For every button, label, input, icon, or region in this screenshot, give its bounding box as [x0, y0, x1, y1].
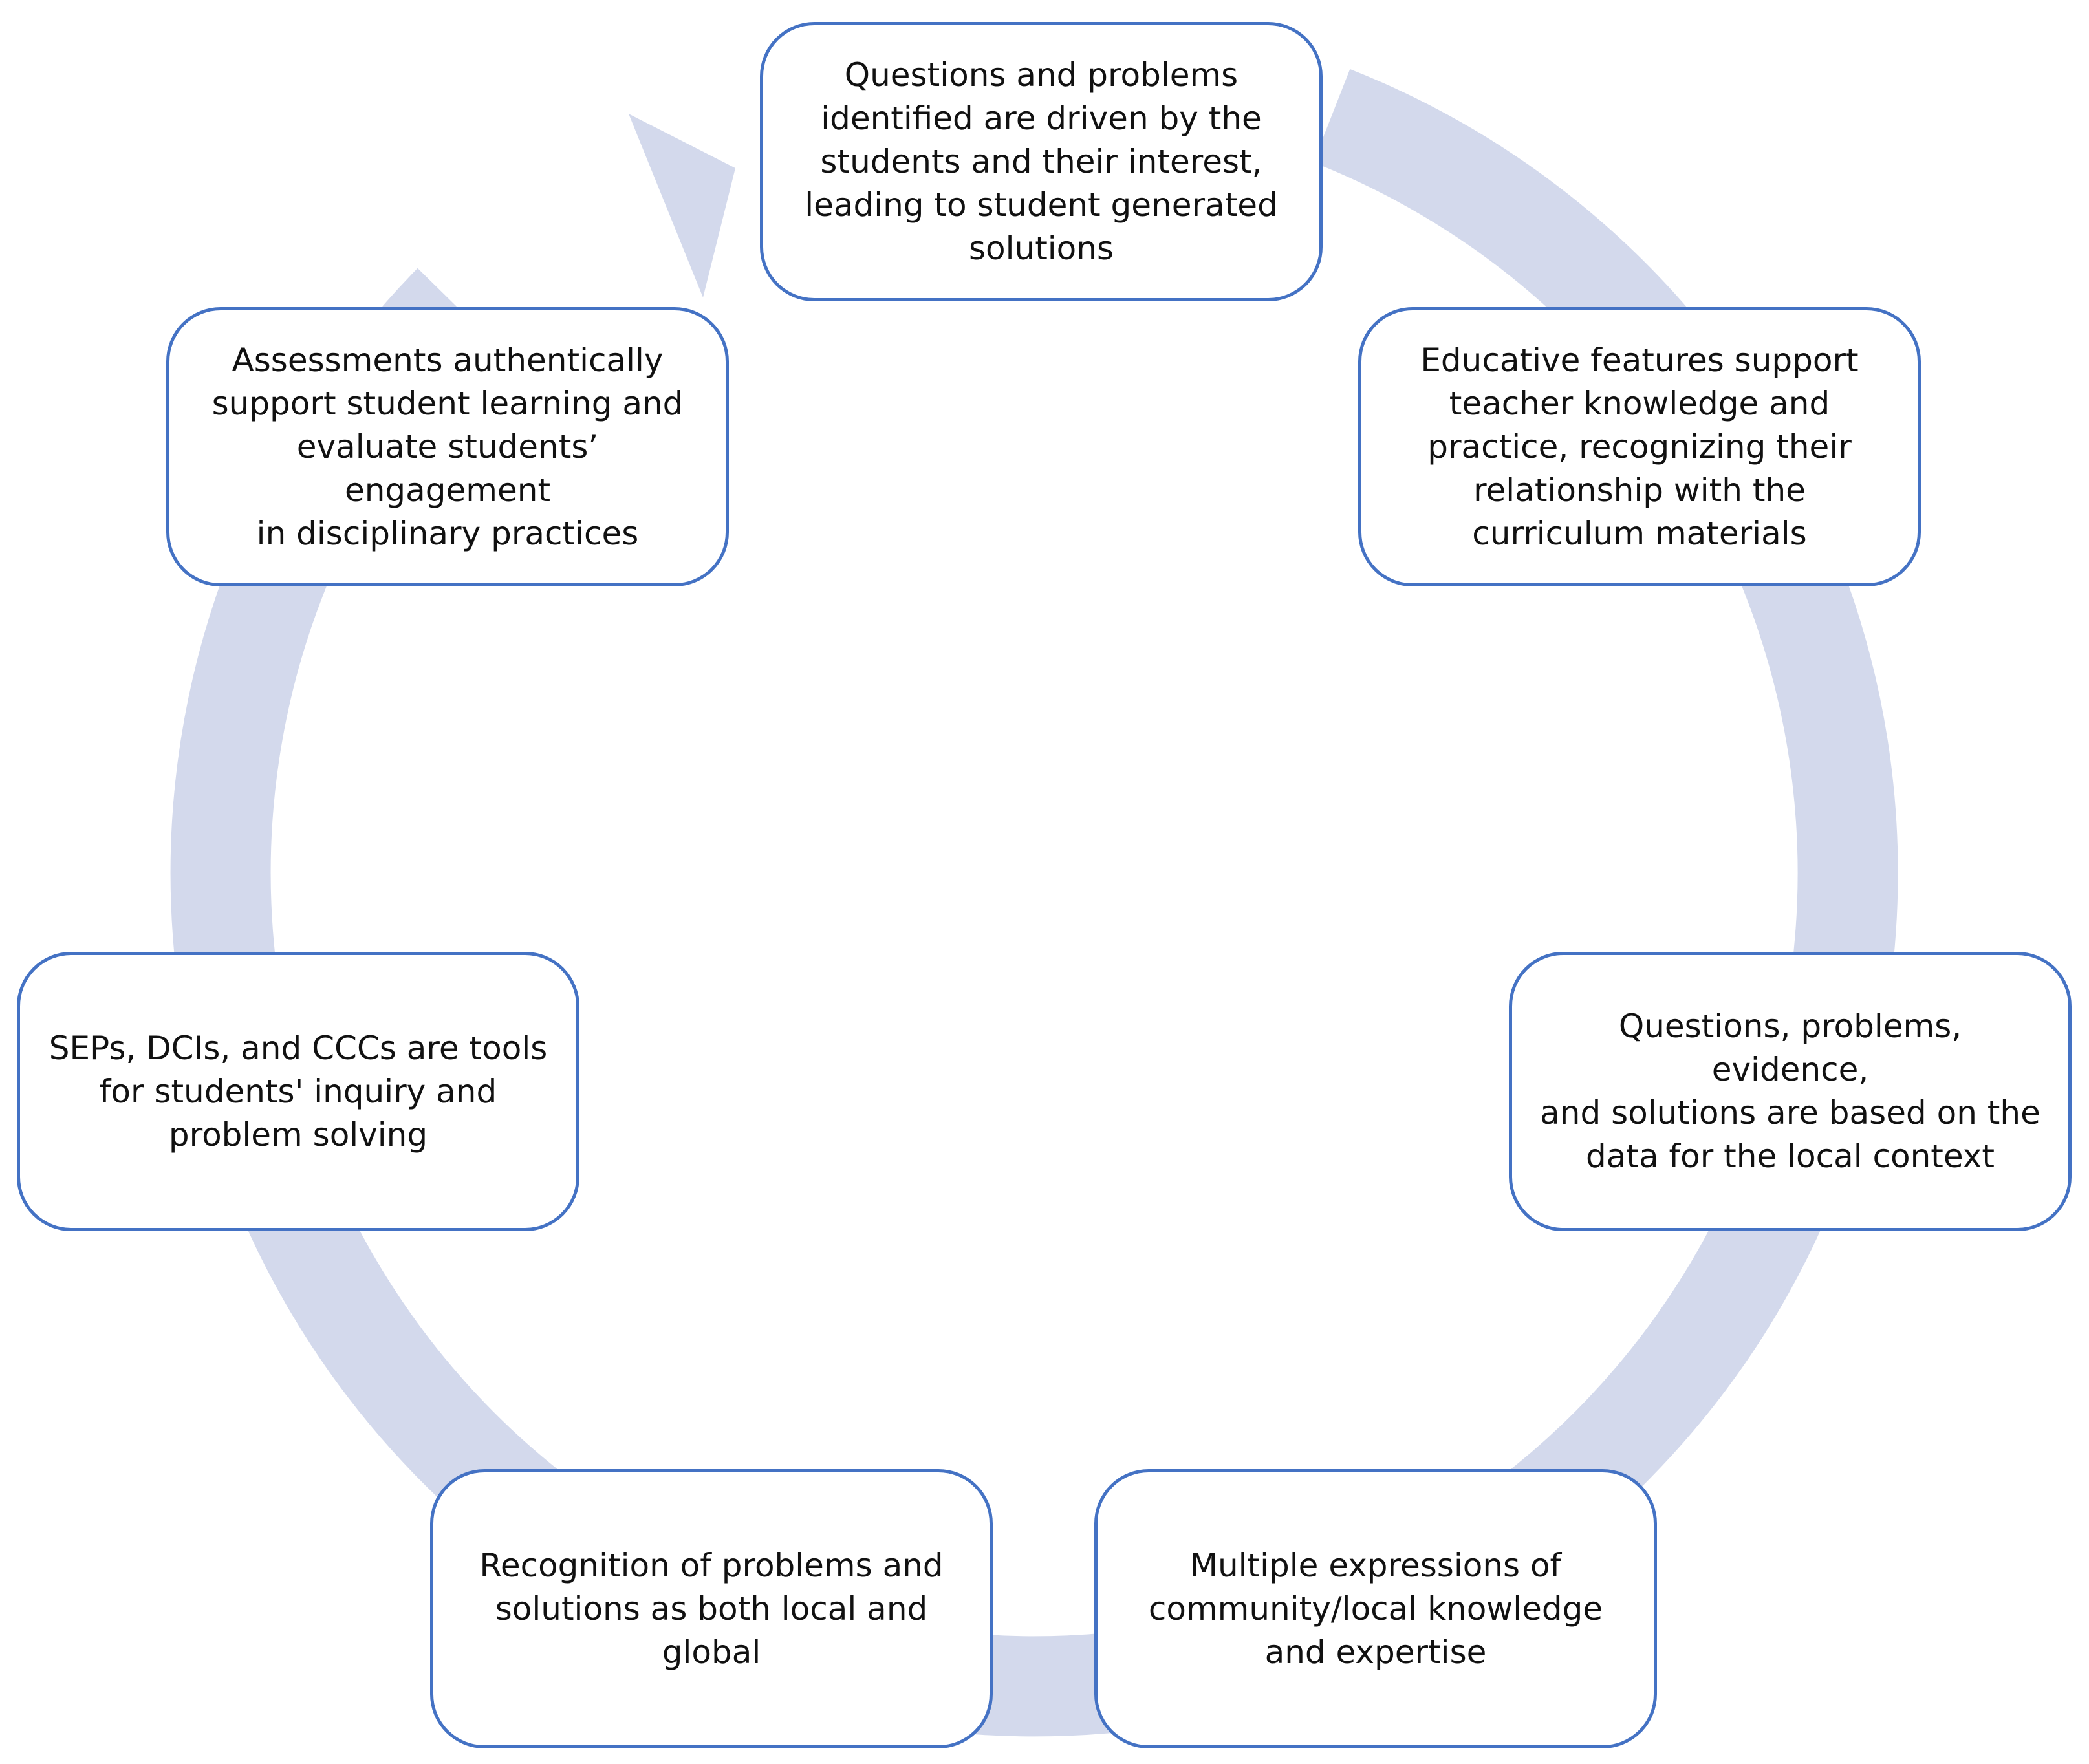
cycle-step-text: Recognition of problems and solutions as…: [479, 1546, 944, 1671]
cycle-step-text: Assessments authentically support studen…: [211, 341, 684, 552]
cycle-step-community-knowledge: Multiple expressions of community/local …: [1094, 1469, 1657, 1748]
cycle-step-local-context-data: Questions, problems, evidence, and solut…: [1509, 952, 2072, 1231]
cycle-step-text: Questions and problems identified are dr…: [805, 56, 1278, 267]
cycle-step-text: Questions, problems, evidence, and solut…: [1540, 1007, 2040, 1175]
cycle-step-text: Educative features support teacher knowl…: [1420, 341, 1859, 552]
cycle-arrowhead: [629, 114, 735, 297]
cycle-step-authentic-assessments: Assessments authentically support studen…: [166, 307, 729, 586]
cycle-step-seps-dcis-cccs-tools: SEPs, DCIs, and CCCs are tools for stude…: [17, 952, 579, 1231]
cycle-step-student-driven-questions: Questions and problems identified are dr…: [760, 22, 1323, 301]
cycle-step-text: Multiple expressions of community/local …: [1148, 1546, 1603, 1671]
cycle-step-local-and-global: Recognition of problems and solutions as…: [430, 1469, 993, 1748]
cycle-step-educative-features: Educative features support teacher knowl…: [1358, 307, 1921, 586]
cycle-step-text: SEPs, DCIs, and CCCs are tools for stude…: [49, 1029, 548, 1154]
